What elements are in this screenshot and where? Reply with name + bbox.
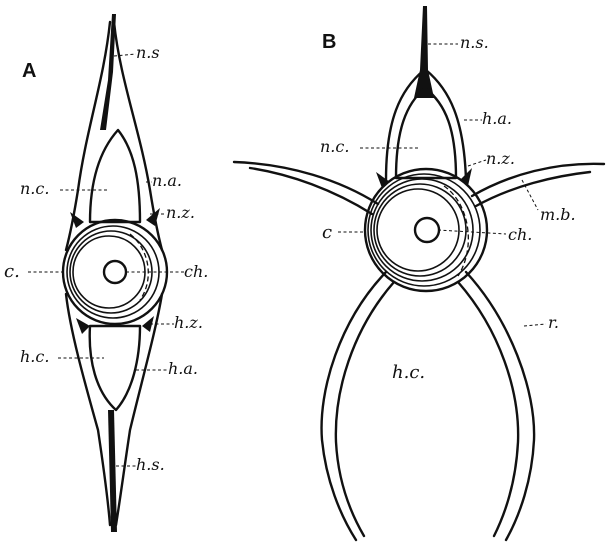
panel-b-centrum-ring-2 — [370, 178, 474, 282]
panel-a-letter: A — [22, 60, 36, 82]
panel-b-rib-left-inner — [334, 280, 396, 538]
panel-b-rib-right — [464, 270, 536, 542]
panel-b-neural-spine — [414, 6, 434, 98]
panel-a-nz-left — [70, 212, 84, 228]
panel-b-process-left-lower — [248, 166, 374, 216]
panel-b-label-hc: h.c. — [392, 362, 425, 383]
panel-b-label-na: h.a. — [482, 109, 512, 128]
panel-a-label-ha: h.a. — [168, 359, 198, 378]
panel-a-haemal-spine — [108, 410, 117, 532]
panel-b-centrum-ring-4 — [376, 188, 460, 272]
panel-b-rib-right-inner — [456, 280, 520, 538]
panel-b-label-ch: ch. — [508, 225, 532, 244]
panel-b-centrum-ring-1 — [367, 173, 481, 287]
panel-a-hz-right — [142, 316, 154, 332]
panel-a-label-nz: n.z. — [166, 203, 195, 222]
panel-b-label-r: r. — [548, 313, 559, 332]
panel-a-label-nc: n.c. — [20, 179, 49, 198]
panel-b-label-ns: n.s. — [460, 33, 489, 52]
panel-a-label-ns: n.s — [136, 43, 160, 62]
panel-a-hz-left — [76, 318, 90, 334]
panel-a-label-hs: h.s. — [136, 455, 165, 474]
panel-b-lead-mb — [521, 179, 539, 211]
panel-a-label-c: c. — [4, 261, 20, 282]
panel-a-lead-ns — [113, 53, 137, 57]
panel-a-label-ch: ch. — [184, 262, 208, 281]
panel-a-centrum-ring-2 — [69, 230, 153, 314]
panel-b-letter: B — [322, 31, 336, 53]
panel-b-process-right — [470, 162, 606, 198]
panel-b-label-nc: n.c. — [320, 137, 349, 156]
panel-a-haemal-arch-outer-left — [64, 292, 112, 527]
panel-a: A — [4, 14, 208, 532]
panel-a-neural-arch-outer-right — [112, 20, 164, 252]
panel-b-label-nz: n.z. — [486, 149, 515, 168]
panel-a-neural-canal — [88, 128, 142, 224]
panel-a-label-na: n.a. — [152, 171, 182, 190]
panel-b-label-mb: m.b. — [540, 205, 576, 224]
panel-b-neural-canal — [394, 86, 458, 180]
panel-a-neural-arch-outer — [64, 20, 112, 252]
panel-b-process-right-lower — [474, 170, 592, 208]
panel-b-lead-nz — [467, 159, 487, 167]
panel-a-nz-right — [146, 208, 160, 226]
panel-a-chorda — [102, 259, 128, 285]
panel-b-label-c: c — [322, 222, 332, 243]
panel-a-neural-spine — [100, 14, 116, 130]
panel-b-lead-ch — [437, 229, 507, 235]
panel-a-centrum-dash — [129, 233, 149, 301]
panel-b-process-left — [232, 160, 380, 206]
panel-a-label-hz: h.z. — [174, 313, 203, 332]
panel-b-centrum-dash — [443, 185, 469, 277]
panel-b-rib-left — [320, 270, 388, 542]
panel-b-centrum — [363, 167, 489, 293]
panel-a-haemal-arch-outer-right — [114, 292, 164, 527]
panel-b-neural-arch-outer — [384, 68, 468, 182]
panel-a-haemal-canal — [88, 324, 142, 412]
panel-b-chorda — [413, 216, 441, 244]
panel-b-lead-r — [523, 323, 547, 327]
panel-b-centrum-ring-3 — [373, 183, 467, 277]
panel-b: B n.s — [232, 6, 606, 542]
panel-a-label-hc: h.c. — [20, 347, 49, 366]
